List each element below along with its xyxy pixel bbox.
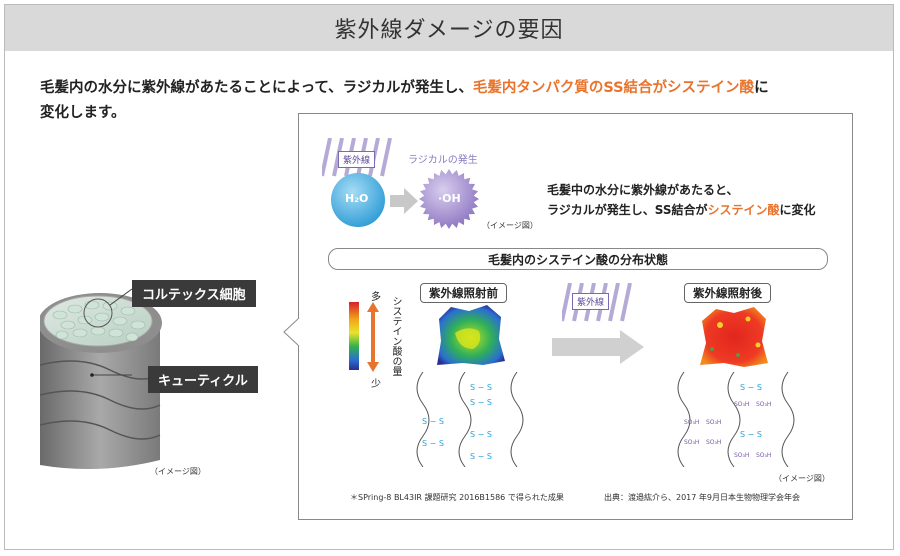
after-so3h-2: SO₃H — [756, 401, 772, 408]
before-ss-4: S − S — [470, 430, 492, 439]
reaction-desc-2b: に変化 — [779, 203, 816, 217]
after-so3h-5: SO₃H — [684, 439, 700, 446]
water-label: H₂O — [345, 192, 369, 205]
scale-double-arrow — [367, 302, 379, 372]
after-ss-2: S − S — [740, 430, 762, 439]
radical-label: ラジカルの発生 — [408, 155, 478, 166]
reaction-desc-2hl: システイン酸 — [707, 203, 780, 217]
distribution-image-note: （イメージ図） — [774, 474, 830, 483]
reaction-desc-2: ラジカルが発生し、SS結合がシステイン酸に変化 — [547, 201, 816, 218]
big-arrow — [552, 330, 644, 364]
scale-title: システイン酸の量 — [390, 296, 401, 376]
before-ss-5: S − S — [422, 439, 444, 448]
reaction-arrow — [390, 188, 418, 214]
lead-line2: 変化します。 — [40, 105, 126, 121]
before-label: 紫外線照射前 — [420, 283, 507, 303]
oh-label: ·OH — [438, 192, 461, 205]
after-so3h-4: SO₃H — [706, 419, 722, 426]
color-scale-bar — [349, 302, 359, 370]
after-so3h-8: SO₃H — [756, 452, 772, 459]
after-heatmap — [700, 307, 768, 367]
outer-frame — [4, 4, 894, 550]
distribution-section-title: 毛髪内のシステイン酸の分布状態 — [328, 248, 828, 270]
lead-highlight: 毛髪内タンパク質のSS結合がシステイン酸 — [472, 80, 755, 96]
before-heatmap — [437, 305, 505, 365]
uv-tag-middle: 紫外線 — [572, 293, 610, 310]
uv-tag-top: 紫外線 — [338, 151, 376, 168]
page-title: 紫外線ダメージの要因 — [334, 18, 564, 43]
reaction-image-note: （イメージ図） — [482, 221, 538, 230]
panel-pointer — [283, 318, 300, 346]
after-label: 紫外線照射後 — [684, 283, 771, 303]
cuticle-label: キューティクル — [148, 366, 258, 393]
footnote-left: ＊SPring-8 BL43IR 課題研究 2016B1586 で得られた成果 — [350, 493, 564, 502]
lead-text: 毛髪内の水分に紫外線があたることによって、ラジカルが発生し、毛髪内タンパク質のS… — [40, 76, 830, 126]
hair-image-note: （イメージ図） — [150, 467, 206, 476]
title-bar: 紫外線ダメージの要因 — [5, 5, 893, 51]
scale-high: 多 — [371, 292, 381, 303]
after-so3h-3: SO₃H — [684, 419, 700, 426]
radical-molecule — [419, 169, 479, 229]
after-ss-1: S − S — [740, 383, 762, 392]
after-so3h-7: SO₃H — [734, 452, 750, 459]
before-ss-2: S − S — [470, 398, 492, 407]
hair-illustration — [40, 288, 162, 469]
water-molecule — [331, 173, 385, 227]
before-ss-6: S − S — [470, 452, 492, 461]
after-so3h-6: SO₃H — [706, 439, 722, 446]
lead-part1: 毛髪内の水分に紫外線があたることによって、ラジカルが発生し、 — [40, 80, 473, 96]
after-chain-diagram — [677, 372, 795, 467]
reaction-desc-1: 毛髪中の水分に紫外線があたると、 — [547, 183, 739, 197]
before-ss-3: S − S — [422, 417, 444, 426]
lead-part2: に — [754, 80, 769, 96]
footnote-right: 出典：渡邉紘介ら、2017 年9月日本生物物理学会年会 — [604, 493, 800, 502]
cortex-label: コルテックス細胞 — [132, 280, 256, 307]
after-so3h-1: SO₃H — [734, 401, 750, 408]
scale-low: 少 — [371, 379, 381, 390]
before-ss-1: S − S — [470, 383, 492, 392]
reaction-desc-2a: ラジカルが発生し、SS結合が — [547, 203, 708, 217]
before-chain-diagram — [416, 372, 524, 467]
